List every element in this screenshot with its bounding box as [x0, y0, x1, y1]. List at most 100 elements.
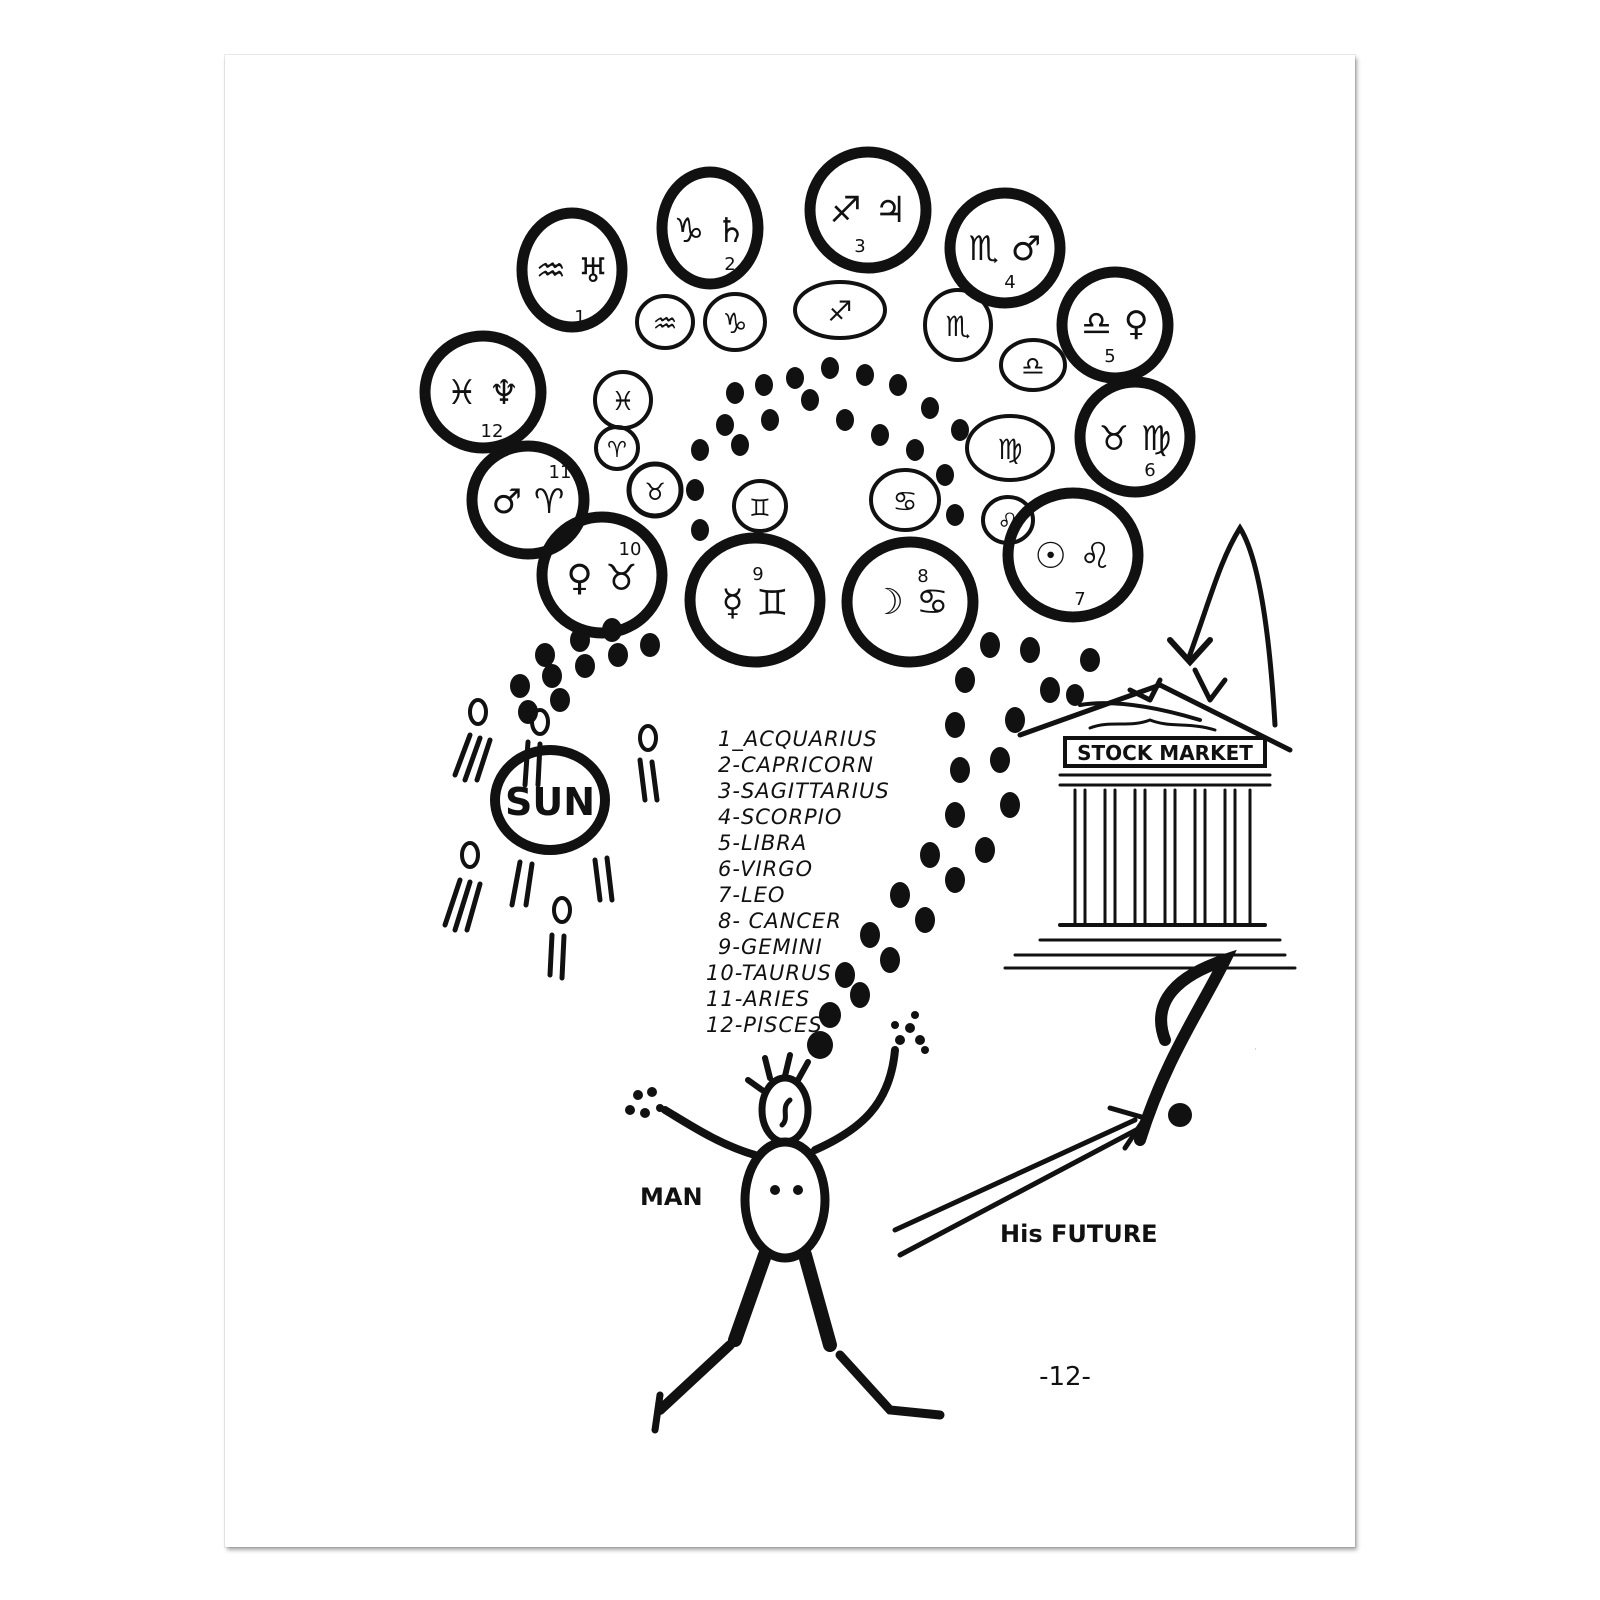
sign-list-item: 11-ARIES	[706, 987, 810, 1011]
zodiac-circle-11-number: 11	[549, 462, 572, 483]
zodiac-circle-1: ♒ ♅ 1	[516, 207, 628, 333]
svg-text:♒: ♒	[652, 307, 677, 340]
zodiac-circle-3-number: 3	[854, 236, 865, 257]
sign-list-item: 8- CANCER	[718, 909, 842, 933]
small-circle-gemini: ♊	[732, 479, 788, 533]
curved-arrow	[1185, 523, 1278, 728]
zodiac-circle-4-number: 4	[1004, 272, 1015, 293]
zodiac-circle-8: ☽ ♋ 8	[841, 536, 979, 668]
svg-text:♍: ♍	[997, 433, 1022, 466]
small-zodiac-circles: ♒ ♑ ♐ ♏ ♎ ♍ ♌ ♋	[593, 280, 1067, 545]
zodiac-circle-9: ☿ ♊ 9	[684, 532, 826, 668]
zodiac-circle-8-number: 8	[917, 566, 928, 587]
inner-dotted-arc	[686, 357, 969, 541]
building-sign-board	[1063, 736, 1267, 768]
zodiac-circle-3-glyphs: ♐ ♃	[829, 190, 906, 231]
zodiac-circle-10: ♀ ♉ 10	[536, 511, 668, 639]
sign-list-item: 3-SAGITTARIUS	[718, 779, 890, 803]
small-circle-sagittarius: ♐	[793, 280, 887, 340]
man-label: MAN	[640, 1183, 703, 1211]
svg-text:♐: ♐	[827, 295, 852, 328]
small-circle-pisces: ♓	[593, 370, 653, 430]
zodiac-circle-9-number: 9	[752, 564, 763, 585]
zodiac-circle-11-glyphs: ♂ ♈	[492, 482, 565, 522]
small-circle-taurus: ♉	[626, 461, 684, 519]
man-hand-sparks	[625, 1011, 929, 1118]
sign-list-item: 9-GEMINI	[718, 935, 823, 959]
sign-list-item: 12-PISCES	[706, 1013, 823, 1037]
zodiac-circle-8-glyphs: ☽ ♋	[871, 582, 948, 623]
zodiac-circle-12-number: 12	[481, 421, 504, 442]
building-sign-label: STOCK MARKET	[1077, 741, 1253, 765]
svg-text:♏: ♏	[945, 310, 970, 343]
sun-circle	[490, 745, 610, 855]
svg-text:♋: ♋	[892, 485, 917, 518]
big-zodiac-circles: ♒ ♅ 1 ♑ ♄ 2 ♐ ♃ 3 ♏ ♂ 4 ♎ ♀ 5 ♉ ♍ 6	[419, 146, 1196, 668]
small-circle-aries: ♈	[594, 425, 640, 471]
zodiac-circle-6: ♉ ♍ 6	[1074, 376, 1196, 498]
arrows-to-building	[1127, 523, 1278, 728]
man-left-thigh	[728, 1248, 772, 1347]
zodiac-circle-9-glyphs: ☿ ♊	[722, 583, 789, 624]
stock-market-building: STOCK MARKET	[1003, 682, 1297, 970]
svg-text:♌: ♌	[997, 508, 1019, 536]
zodiac-circle-5-glyphs: ♎ ♀	[1081, 304, 1148, 344]
question-mark: ?	[1134, 949, 1256, 1146]
sign-list-item: 1_ACQUARIUS	[718, 727, 878, 752]
page-number: -12-	[1039, 1362, 1091, 1392]
small-circle-scorpio: ♏	[923, 288, 993, 362]
future-label: His FUTURE	[1000, 1220, 1158, 1248]
svg-text:♈: ♈	[607, 438, 627, 463]
svg-text:♊: ♊	[749, 494, 771, 522]
zodiac-circle-7-number: 7	[1074, 589, 1085, 610]
zodiac-circle-2-glyphs: ♑ ♄	[674, 211, 747, 251]
man-body	[740, 1137, 830, 1263]
zodiac-circle-5: ♎ ♀ 5	[1056, 266, 1174, 384]
question-mark-text: ?	[1255, 1049, 1256, 1051]
building-columns	[1073, 788, 1252, 927]
zodiac-circle-12-glyphs: ♓ ♆	[447, 373, 520, 413]
small-circle-virgo: ♍	[965, 414, 1055, 482]
man-right-arm	[811, 1046, 899, 1154]
small-circle-capricorn: ♑	[703, 292, 767, 352]
zodiac-circle-2-number: 2	[724, 254, 735, 275]
zodiac-circle-10-glyphs: ♀ ♉	[566, 558, 637, 599]
small-circle-aquarius: ♒	[635, 294, 695, 350]
zodiac-circle-12: ♓ ♆ 12	[419, 330, 547, 454]
zodiac-circle-3: ♐ ♃ 3	[804, 146, 932, 274]
zodiac-circle-6-number: 6	[1144, 460, 1155, 481]
zodiac-circle-11: ♂ ♈ 11	[466, 440, 590, 560]
zodiac-circle-1-number: 1	[574, 307, 585, 328]
building-steps	[1003, 938, 1297, 970]
left-dotted-trail	[510, 618, 660, 724]
zodiac-circle-1-glyphs: ♒ ♅	[536, 251, 609, 291]
sign-list-item: 4-SCORPIO	[718, 805, 842, 829]
man-left-arm	[661, 1106, 759, 1159]
sign-list-item: 10-TAURUS	[706, 961, 832, 985]
sign-list-item: 7-LEO	[718, 883, 785, 907]
sun-rays	[442, 698, 660, 981]
zodiac-circle-7-glyphs: ☉ ♌	[1034, 536, 1111, 577]
sun: SUN	[442, 698, 660, 981]
man-figure	[651, 1046, 945, 1434]
small-circle-leo: ♌	[981, 495, 1035, 545]
right-dotted-trail	[807, 632, 1100, 1059]
zodiac-circle-7: ☉ ♌ 7	[1002, 487, 1144, 623]
svg-text:♑: ♑	[722, 307, 747, 340]
zodiac-circle-6-glyphs: ♉ ♍	[1099, 419, 1172, 459]
zodiac-circle-4-glyphs: ♏ ♂	[969, 229, 1042, 269]
zodiac-sign-list: 1_ACQUARIUS 2-CAPRICORN 3-SAGITTARIUS 4-…	[706, 727, 890, 1037]
man-right-thigh	[798, 1248, 837, 1352]
sun-label: SUN	[505, 780, 595, 824]
zodiac-circle-4: ♏ ♂ 4	[944, 187, 1066, 309]
small-circle-libra: ♎	[999, 338, 1067, 392]
sign-list-item: 6-VIRGO	[718, 857, 813, 881]
zodiac-circle-10-number: 10	[619, 539, 642, 560]
svg-text:♉: ♉	[644, 478, 666, 506]
zodiac-circle-2: ♑ ♄ 2	[656, 166, 764, 290]
svg-text:♓: ♓	[611, 387, 634, 417]
zodiac-circle-5-number: 5	[1104, 346, 1115, 367]
small-circle-cancer: ♋	[869, 468, 941, 532]
sign-list-item: 5-LIBRA	[718, 831, 807, 855]
